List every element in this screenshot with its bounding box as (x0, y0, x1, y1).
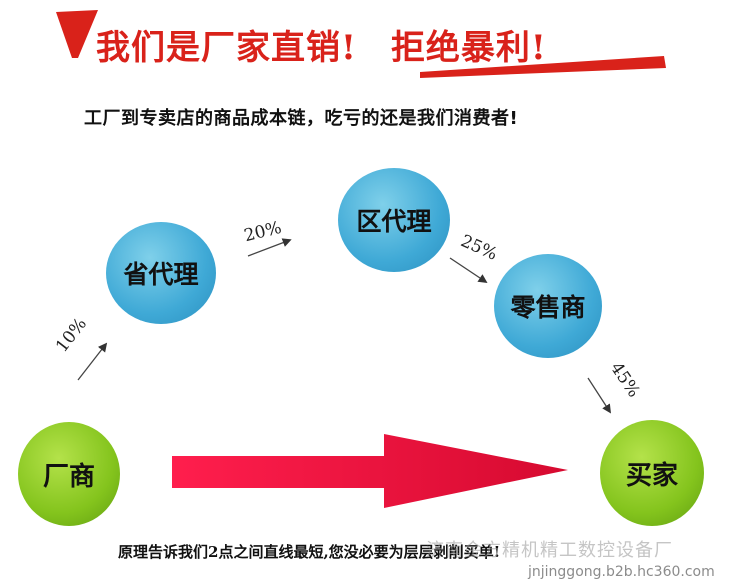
node-buyer: 买家 (600, 420, 704, 526)
title-part-2: 拒绝暴利! (390, 28, 547, 68)
node-manufacturer: 厂商 (18, 422, 120, 526)
node-manufacturer-label: 厂商 (42, 461, 95, 492)
title-left-stroke (56, 10, 98, 58)
node-retailer-label: 零售商 (510, 293, 586, 322)
arrow-provincial-to-district (247, 238, 292, 257)
big-direct-arrow (172, 434, 568, 508)
node-provincial-agent-label: 省代理 (123, 260, 199, 289)
node-provincial-agent: 省代理 (106, 222, 216, 324)
title-decoration (56, 10, 666, 78)
node-retailer: 零售商 (494, 254, 602, 358)
title-part-1: 我们是厂家直销! (96, 28, 357, 68)
page-subtitle: 工厂到专卖店的商品成本链，吃亏的还是我们消费者! (84, 108, 519, 129)
node-buyer-label: 买家 (625, 460, 678, 491)
arrow-district-to-retailer (449, 257, 488, 284)
arrow-retailer-to-buyer (587, 377, 611, 414)
title-underline-stroke (420, 56, 666, 78)
page-title: 我们是厂家直销! 拒绝暴利! (96, 20, 656, 69)
node-district-agent-label: 区代理 (356, 207, 432, 236)
watermark-url: jnjinggong.b2b.hc360.com (528, 564, 715, 580)
arrow-manufacturer-to-provincial (77, 342, 108, 381)
principle-caption: 原理告诉我们2点之间直线最短,您没必要为层层剥削买单! (118, 543, 501, 561)
watermark-company: 济南金方精机精工数控设备厂 (426, 540, 673, 561)
node-district-agent: 区代理 (338, 168, 450, 272)
